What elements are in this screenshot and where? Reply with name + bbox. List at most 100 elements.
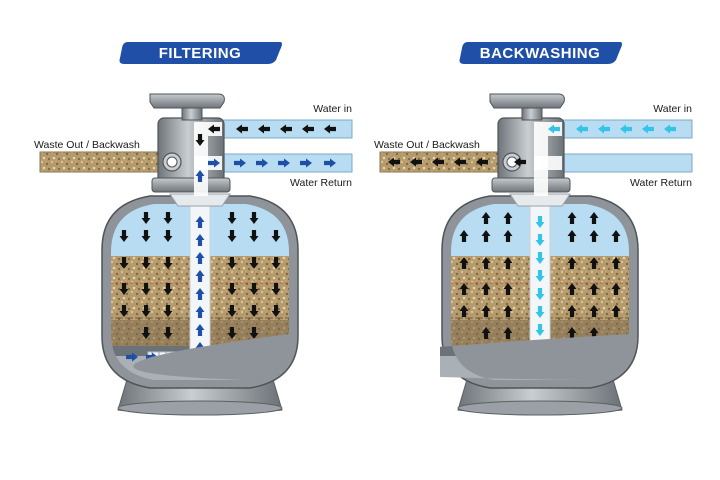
tank-arrow bbox=[163, 305, 173, 317]
tank-arrow bbox=[249, 212, 259, 224]
tank-arrow bbox=[589, 230, 599, 242]
waste-out-arrow bbox=[388, 157, 400, 167]
water-in-arrow bbox=[302, 124, 314, 134]
tank-arrow bbox=[141, 327, 151, 339]
tank-arrow bbox=[459, 257, 469, 269]
standpipe-arrow bbox=[195, 270, 205, 282]
water-return-arrow bbox=[324, 158, 336, 168]
tank-arrow bbox=[567, 283, 577, 295]
tank-arrow bbox=[249, 305, 259, 317]
tank-arrow bbox=[481, 212, 491, 224]
tank-arrow bbox=[481, 257, 491, 269]
tank-arrow bbox=[141, 230, 151, 242]
tank-arrow bbox=[481, 305, 491, 317]
tank-arrow bbox=[249, 257, 259, 269]
standpipe-arrow bbox=[535, 234, 545, 246]
tank-arrow bbox=[567, 230, 577, 242]
valve-handle bbox=[149, 93, 225, 109]
water-return-arrow bbox=[234, 158, 246, 168]
tank-arrow bbox=[567, 305, 577, 317]
valve-collar bbox=[151, 177, 231, 193]
water-in-arrow bbox=[664, 124, 676, 134]
standpipe-arrow bbox=[535, 270, 545, 282]
valve-arrow bbox=[195, 170, 205, 182]
tank-arrow bbox=[227, 327, 237, 339]
waste-out-arrow bbox=[410, 157, 422, 167]
tank-arrow bbox=[589, 327, 599, 339]
tank-arrow bbox=[589, 257, 599, 269]
tank-arrow bbox=[227, 257, 237, 269]
tank-arrow bbox=[227, 305, 237, 317]
tank-arrow bbox=[481, 283, 491, 295]
standpipe-arrow bbox=[535, 306, 545, 318]
tank-arrow bbox=[611, 257, 621, 269]
lateral-arrow bbox=[126, 352, 138, 362]
water-in-arrow bbox=[236, 124, 248, 134]
tank-arrow bbox=[271, 230, 281, 242]
base-rim bbox=[457, 400, 623, 416]
water-return-pipe bbox=[561, 153, 693, 173]
valve-arrow bbox=[195, 134, 205, 146]
valve-channel-center bbox=[534, 136, 548, 196]
label-waste-out: Waste Out / Backwash bbox=[34, 139, 140, 151]
tank-arrow bbox=[163, 212, 173, 224]
tank-arrow bbox=[503, 283, 513, 295]
tank-arrow bbox=[611, 305, 621, 317]
tank-arrow bbox=[459, 305, 469, 317]
tank-arrow bbox=[227, 212, 237, 224]
tank-arrow bbox=[271, 283, 281, 295]
tank-arrow bbox=[503, 327, 513, 339]
tank-arrow bbox=[503, 305, 513, 317]
standpipe-arrow bbox=[195, 288, 205, 300]
tank-arrow bbox=[271, 257, 281, 269]
tank-arrow bbox=[481, 230, 491, 242]
label-water-in: Water in bbox=[313, 103, 352, 115]
tank-arrow bbox=[503, 257, 513, 269]
standpipe-arrow bbox=[535, 252, 545, 264]
tank-arrow bbox=[589, 283, 599, 295]
standpipe-arrow bbox=[195, 306, 205, 318]
tank-arrow bbox=[163, 230, 173, 242]
gauge-face bbox=[166, 156, 178, 168]
label-water-return: Water Return bbox=[630, 177, 692, 189]
tank-arrow bbox=[163, 283, 173, 295]
tank-arrow bbox=[611, 230, 621, 242]
standpipe-arrow bbox=[535, 288, 545, 300]
valve-collar bbox=[491, 177, 571, 193]
standpipe-arrow bbox=[535, 216, 545, 228]
water-in-arrow bbox=[280, 124, 292, 134]
tank-arrow bbox=[567, 327, 577, 339]
tank-arrow bbox=[249, 283, 259, 295]
tank-arrow bbox=[141, 305, 151, 317]
waste-out-pipe bbox=[39, 151, 159, 173]
water-in-arrow bbox=[548, 124, 560, 134]
water-in-arrow bbox=[208, 124, 220, 134]
tank-arrow bbox=[503, 230, 513, 242]
tank-arrow bbox=[503, 212, 513, 224]
tank-arrow bbox=[611, 283, 621, 295]
tank-arrow bbox=[163, 257, 173, 269]
base-rim bbox=[117, 400, 283, 416]
tank-arrow bbox=[249, 327, 259, 339]
standpipe-arrow bbox=[195, 324, 205, 336]
water-in-arrow bbox=[576, 124, 588, 134]
tank-arrow bbox=[481, 327, 491, 339]
standpipe-arrow bbox=[195, 252, 205, 264]
valve-channel-center bbox=[194, 136, 208, 196]
title-badge bbox=[459, 42, 622, 64]
tank-arrow bbox=[141, 257, 151, 269]
valve-handle bbox=[489, 93, 565, 109]
tank-arrow bbox=[271, 305, 281, 317]
waste-out-arrow bbox=[432, 157, 444, 167]
water-return-arrow bbox=[208, 158, 220, 168]
tank-arrow bbox=[227, 230, 237, 242]
tank-arrow bbox=[459, 283, 469, 295]
tank-arrow bbox=[589, 212, 599, 224]
water-return-arrow bbox=[300, 158, 312, 168]
water-in-arrow bbox=[598, 124, 610, 134]
panel-title: FILTERING bbox=[159, 45, 242, 62]
diffuser bbox=[509, 193, 571, 207]
water-in-arrow bbox=[258, 124, 270, 134]
